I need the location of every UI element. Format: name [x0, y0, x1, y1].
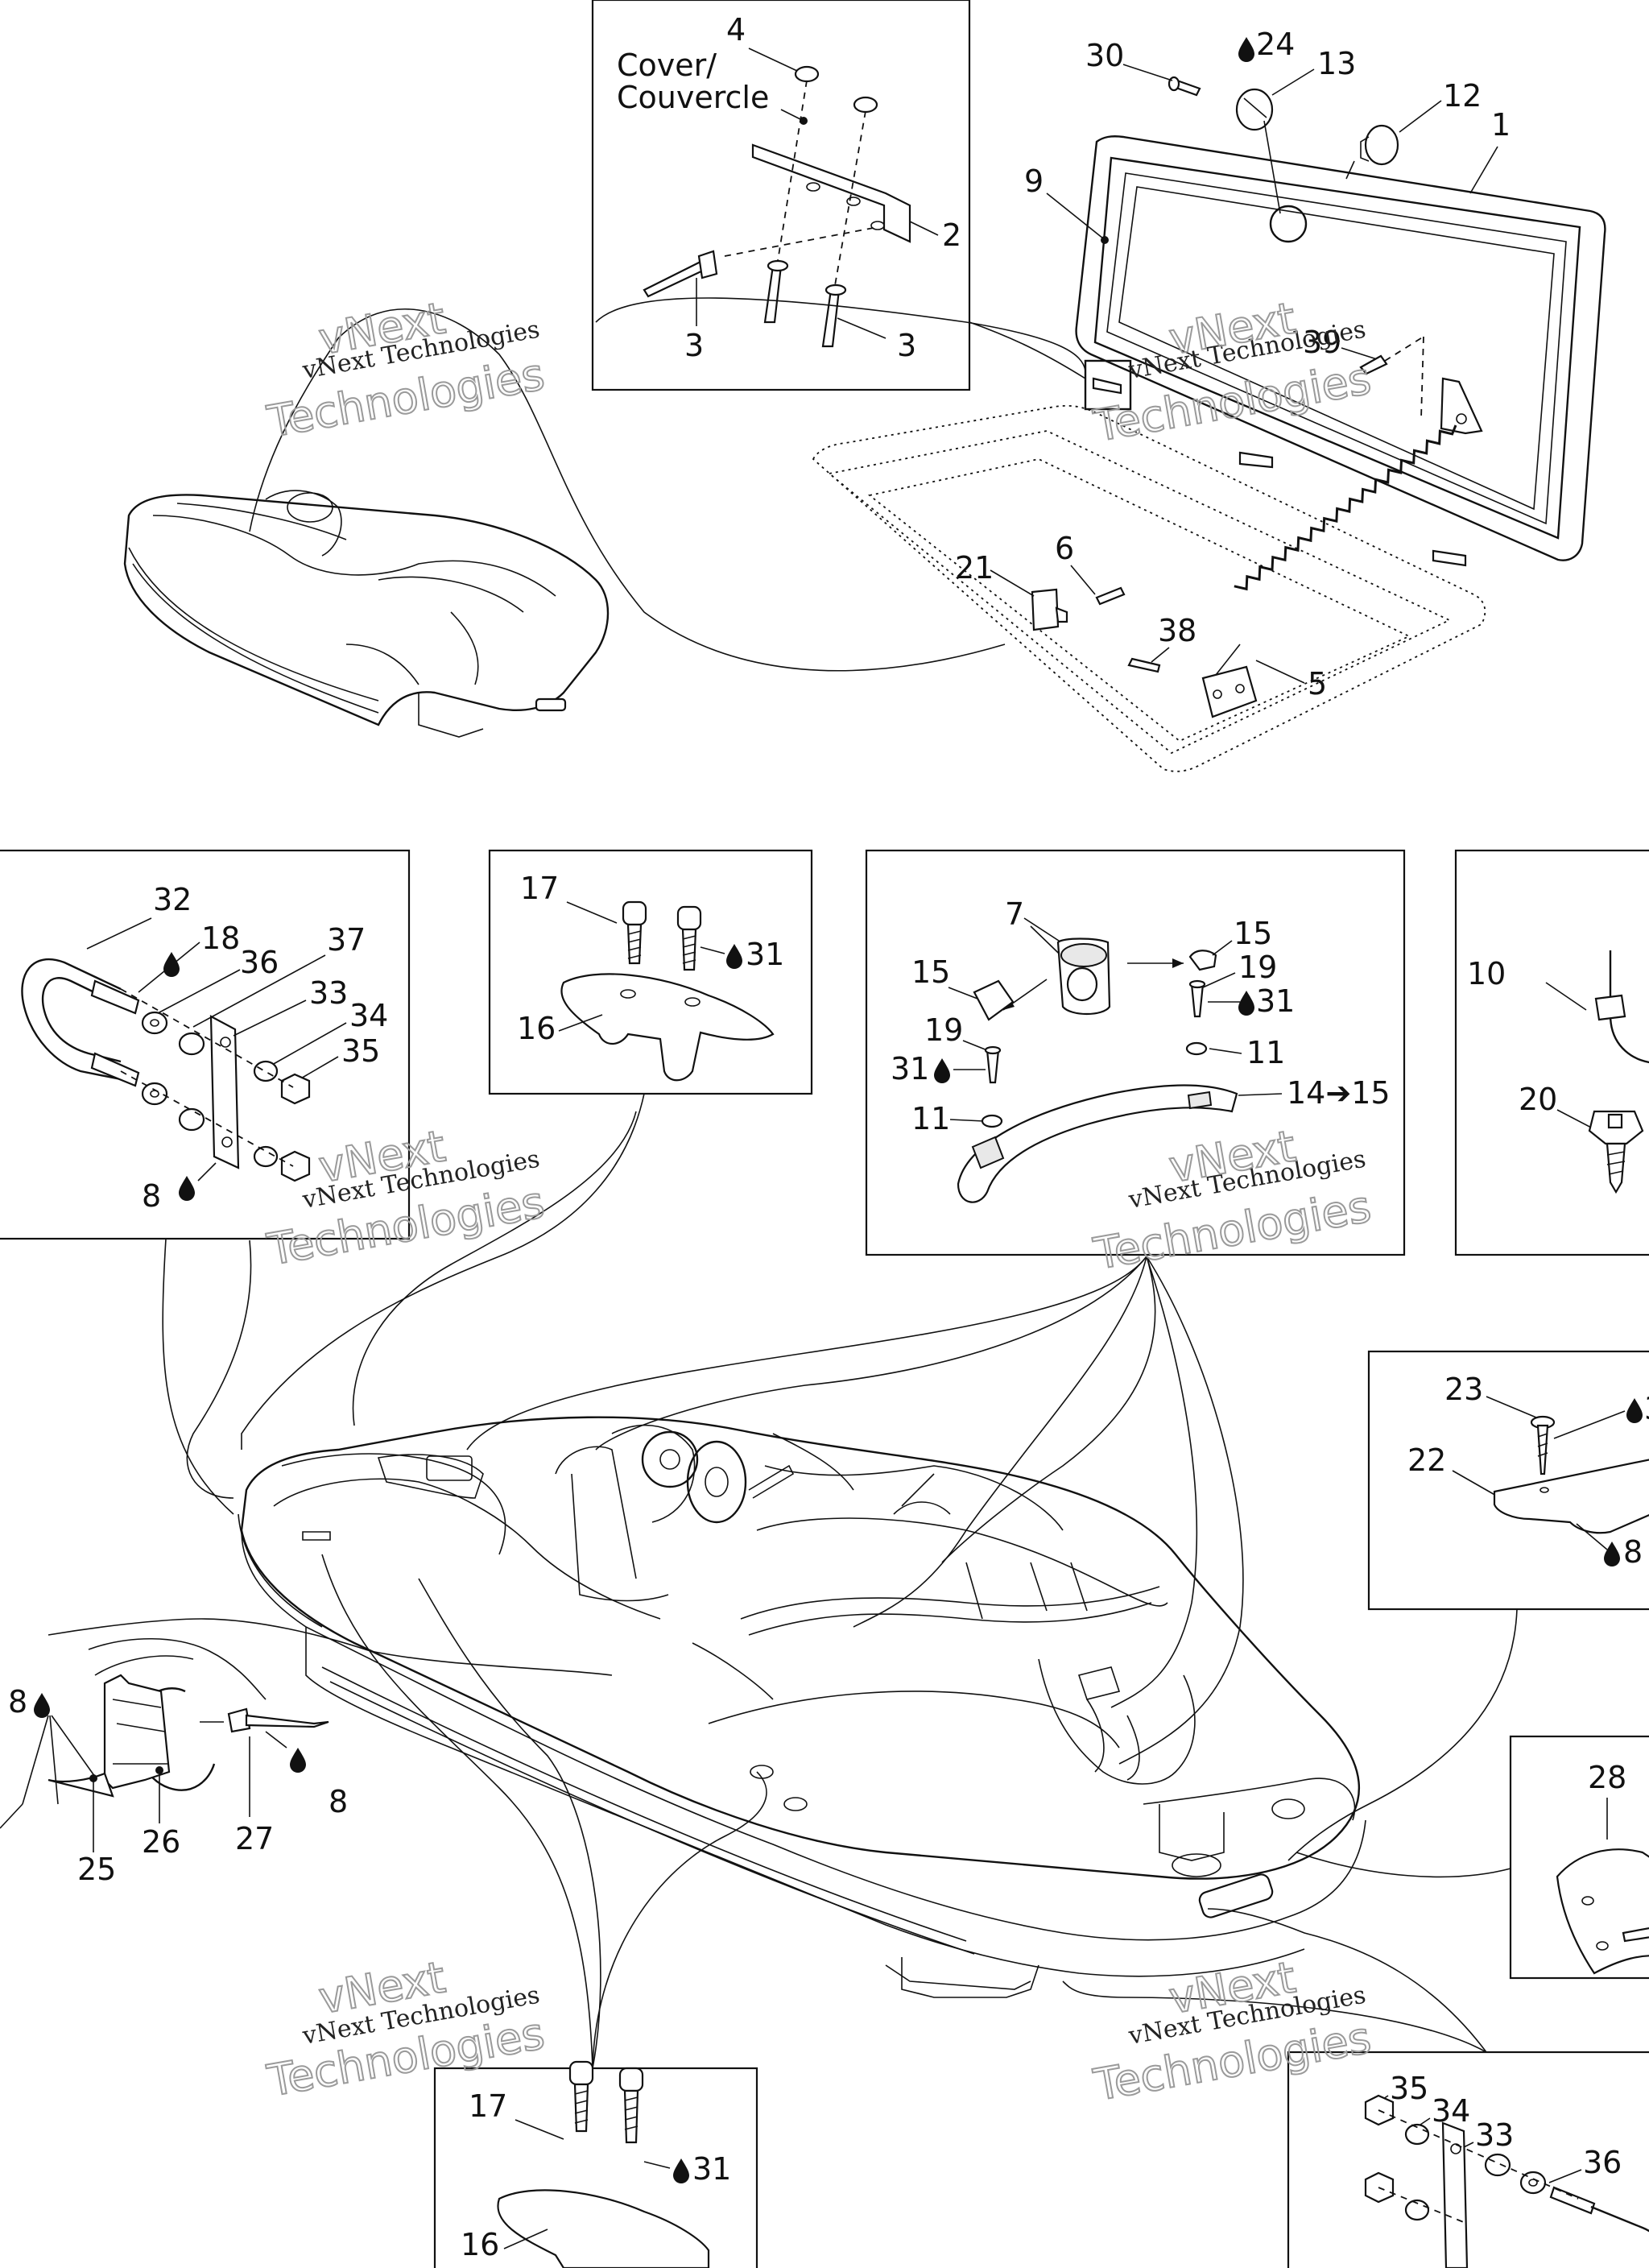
grab-handle-detail-box: 7 15 15 19 31 11 19 31 11 14➔15	[865, 849, 1406, 1256]
callout-8a: 8	[142, 1178, 161, 1214]
callout-21: 21	[955, 550, 994, 586]
callout-30: 30	[1085, 38, 1124, 73]
callout-3b: 3	[897, 328, 916, 363]
callout-36a: 36	[240, 945, 279, 980]
screw-39	[1359, 354, 1388, 375]
storage-lid-assembly: 9 1 12 13 30 24 39 5 21 6	[812, 27, 1606, 772]
cleat-detail-box-top: 17 31 16	[488, 849, 813, 1095]
callout-1: 1	[1491, 107, 1511, 143]
callout-22: 22	[1407, 1442, 1446, 1478]
callout-15b: 15	[911, 954, 950, 990]
callout-33a: 33	[309, 975, 348, 1011]
callout-38: 38	[1158, 613, 1196, 648]
callout-7: 7	[1005, 896, 1024, 932]
washer-4b	[853, 96, 878, 114]
callout-31d: 31	[692, 2151, 731, 2187]
callout-37: 37	[327, 922, 366, 958]
callout-9: 9	[1024, 163, 1044, 199]
callout-20: 20	[1519, 1082, 1557, 1117]
screw-38	[1127, 657, 1161, 673]
cover-hinge-detail-box: Cover/ Couvercle 4 2 3 3	[591, 0, 971, 391]
callout-39: 39	[1303, 325, 1341, 360]
callout-32: 32	[153, 882, 192, 917]
callout-8b: 8	[1623, 1534, 1643, 1570]
callout-16b: 16	[461, 2227, 499, 2262]
callout-26: 26	[142, 1824, 180, 1860]
cleat-detail-box-bottom: 17 31 16	[433, 2060, 758, 2268]
callout-34a: 34	[349, 998, 388, 1033]
couvercle-label: Couvercle	[617, 80, 769, 115]
callout-34b: 34	[1432, 2093, 1470, 2129]
tie-down-detail-box-bottom: 35 34 33 36	[1287, 2051, 1649, 2268]
callout-13: 13	[1317, 46, 1356, 81]
callout-31b: 31	[1256, 983, 1295, 1019]
drain-plug-detail: 25 26 27 8 8	[8, 1637, 348, 1887]
washer-4a	[794, 65, 820, 83]
callout-11b: 11	[911, 1101, 950, 1136]
trim-strip-22	[1493, 1459, 1649, 1534]
connector-lines	[0, 1093, 1518, 2069]
watermark-group: vNext Technologies vNext Technologies vN…	[262, 292, 1375, 2111]
callout-25: 25	[77, 1852, 116, 1887]
callout-31e: 3	[1644, 1391, 1649, 1426]
callout-19a: 19	[1238, 950, 1277, 985]
callout-16a: 16	[517, 1011, 556, 1046]
callout-11a: 11	[1246, 1035, 1285, 1070]
bracket-28	[1556, 1848, 1649, 1975]
callout-14: 14➔15	[1287, 1075, 1391, 1111]
callout-10: 10	[1467, 956, 1506, 991]
bracket-28-detail-box: 28	[1509, 1735, 1649, 1980]
callout-27: 27	[235, 1821, 274, 1856]
knob-13	[1235, 88, 1274, 131]
boat-overview-small	[123, 297, 1086, 738]
callout-3a: 3	[684, 328, 704, 363]
latch-12	[1364, 124, 1399, 166]
screw-6	[1095, 586, 1126, 606]
callout-12: 12	[1443, 78, 1482, 114]
callout-8d: 8	[8, 1684, 27, 1720]
clip-15a	[1188, 950, 1217, 971]
u-bolt-32	[21, 958, 122, 1081]
cover-label: Cover/	[617, 48, 717, 83]
spring-mount-5	[1201, 665, 1258, 718]
cable-tie-detail-box: 10 20	[1454, 849, 1649, 1256]
callout-33b: 33	[1475, 2117, 1514, 2153]
callout-36b: 36	[1583, 2145, 1622, 2180]
cleat-16a	[560, 973, 775, 1082]
callout-23: 23	[1444, 1372, 1483, 1407]
backing-plate-33	[209, 1015, 240, 1169]
backing-plate-33b	[1441, 2121, 1469, 2268]
cleat-16b	[497, 2189, 710, 2268]
boat-main-view	[238, 1416, 1366, 1998]
callout-19b: 19	[924, 1012, 963, 1048]
callout-31c: 31	[891, 1051, 929, 1086]
trim-strip-detail-box: 23 3 22 8	[1367, 1350, 1649, 1611]
callout-17b: 17	[469, 2088, 507, 2124]
callout-2: 2	[942, 217, 961, 253]
callout-17a: 17	[520, 871, 559, 906]
callout-24: 24	[1256, 27, 1295, 62]
callout-8c: 8	[329, 1784, 348, 1819]
catch-21	[1031, 588, 1060, 631]
callout-15a: 15	[1234, 916, 1272, 951]
callout-35a: 35	[341, 1033, 380, 1069]
callout-31a: 31	[746, 937, 784, 972]
callout-35b: 35	[1390, 2071, 1428, 2106]
callout-28: 28	[1588, 1760, 1626, 1795]
callout-6: 6	[1055, 531, 1074, 566]
clip-15b	[973, 979, 1015, 1021]
tie-down-detail-box: 32 18 36 37 33 34 35 8	[0, 849, 411, 1240]
grease-icon	[1238, 37, 1254, 62]
callout-18: 18	[201, 921, 240, 956]
lid-outer-frame	[1075, 135, 1606, 561]
callout-4: 4	[726, 12, 746, 48]
